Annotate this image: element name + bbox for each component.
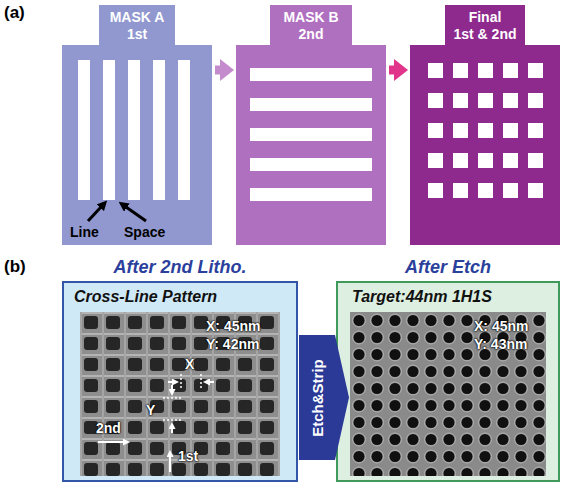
mask-step: 1st & 2nd (453, 26, 516, 42)
line-pointer (88, 207, 101, 221)
mask-opening (428, 123, 443, 138)
x-measure-arrow (168, 381, 173, 383)
panel-frame (63, 282, 297, 481)
panel-heading: After 2nd Litho. (114, 256, 247, 278)
mask-opening (78, 60, 90, 200)
direction-label: 2nd (96, 420, 121, 436)
mask-opening (428, 63, 443, 78)
direction-arrow (169, 456, 171, 472)
mask-opening (478, 153, 493, 168)
mask-title: MASK B (283, 9, 338, 25)
panel-heading: After Etch (405, 256, 491, 278)
flow-arrow (215, 66, 220, 75)
mask-opening (428, 183, 443, 198)
mask-opening (528, 93, 543, 108)
mask-opening (250, 68, 372, 81)
dimension-label: Y: 42nm (206, 336, 259, 352)
mask-opening (503, 63, 518, 78)
axis-label: X (185, 356, 194, 372)
mask-shape: Final1st & 2nd (410, 5, 560, 245)
pattern-label: Line (70, 224, 99, 240)
panel-letter: (a) (4, 3, 25, 22)
dimension-label: X: 45nm (474, 318, 528, 334)
mask-opening (250, 98, 372, 111)
y-measure-arrow (171, 385, 173, 390)
mask-opening (478, 63, 493, 78)
panel-subtitle: Cross-Line Pattern (74, 288, 217, 306)
x-measure-mark (200, 374, 202, 390)
mask-opening (428, 153, 443, 168)
y-measure-arrow (171, 428, 173, 433)
space-pointer (126, 207, 146, 221)
direction-arrow (98, 441, 124, 443)
mask-opening (478, 183, 493, 198)
dimension-label: X: 45nm (206, 318, 260, 334)
mask-opening (250, 188, 372, 201)
process-label: Etch&Strip (307, 335, 327, 460)
mask-step: 1st (127, 26, 147, 42)
mask-body (236, 5, 386, 245)
flow-arrow (389, 66, 394, 75)
mask-opening (103, 60, 115, 200)
process-arrow: Etch&Strip (299, 335, 349, 460)
mask-body (62, 5, 212, 245)
mask-opening (453, 63, 468, 78)
mask-opening (453, 183, 468, 198)
dimension-label: Y: 43nm (474, 336, 527, 352)
mask-opening (528, 183, 543, 198)
mask-opening (528, 153, 543, 168)
mask-step: 2nd (299, 26, 324, 42)
mask-opening (453, 153, 468, 168)
mask-shape: MASK A1st (62, 5, 212, 245)
mask-opening (503, 123, 518, 138)
result-panel: After EtchTarget:44nm 1H1S (336, 256, 560, 482)
mask-opening (528, 123, 543, 138)
sem-image-etch (350, 312, 546, 476)
pattern-label: Space (124, 224, 165, 240)
panel-subtitle: Target:44nm 1H1S (352, 288, 492, 306)
mask-opening (503, 153, 518, 168)
mask-opening (250, 158, 372, 171)
mask-opening (503, 183, 518, 198)
panel-frame (337, 282, 559, 481)
mask-opening (453, 93, 468, 108)
mask-opening (478, 123, 493, 138)
mask-opening (153, 60, 165, 200)
mask-opening (178, 60, 190, 200)
mask-opening (453, 123, 468, 138)
sem-image-litho (80, 312, 280, 476)
mask-shape: MASK B2nd (236, 5, 386, 245)
x-measure-arrow (209, 381, 214, 383)
mask-opening (503, 93, 518, 108)
mask-title: MASK A (110, 9, 165, 25)
mask-opening (250, 128, 372, 141)
mask-opening (478, 93, 493, 108)
axis-label: Y (146, 402, 155, 418)
y-measure-mark (163, 419, 181, 421)
direction-label: 1st (178, 448, 198, 464)
mask-opening (528, 63, 543, 78)
mask-opening (428, 93, 443, 108)
x-measure-mark (180, 374, 182, 390)
y-measure-mark (163, 397, 181, 399)
mask-title: Final (469, 9, 502, 25)
panel-letter: (b) (4, 257, 26, 276)
mask-opening (128, 60, 140, 200)
mask-body (410, 5, 560, 245)
